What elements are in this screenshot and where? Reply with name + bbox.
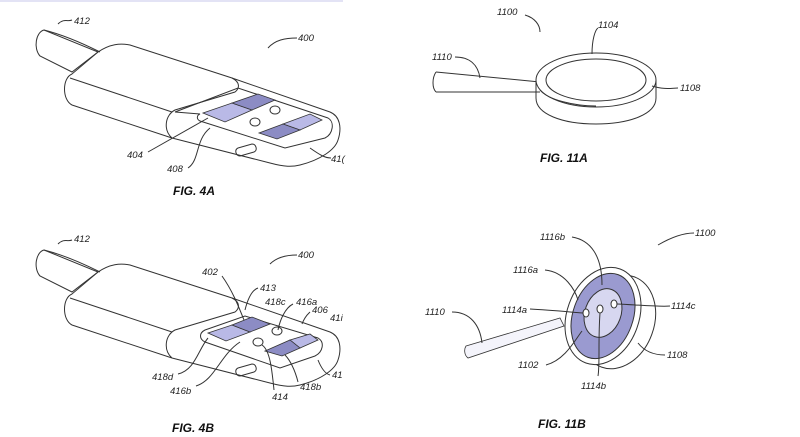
fig-11a-caption: FIG. 11A: [540, 151, 588, 165]
fig-4b: 412 400 402 413 418c 416a 406 41i 418d 4…: [35, 234, 344, 435]
label-416a: 416a: [296, 297, 317, 308]
label-1116b: 1116b: [540, 232, 565, 243]
label-1104: 1104: [598, 20, 618, 31]
label-418d: 418d: [152, 372, 174, 383]
label-406: 406: [312, 305, 329, 316]
label-400: 400: [298, 250, 315, 261]
connector-drawing-4a: [35, 29, 341, 167]
label-1110: 1110: [432, 52, 452, 63]
label-402: 402: [202, 267, 219, 278]
label-1100: 1100: [695, 228, 716, 239]
label-1116a: 1116a: [513, 265, 538, 276]
label-414: 414: [272, 392, 288, 403]
fig-11b: 1100 1116b 1116a 1114a 1114c 1110 1102 1…: [425, 228, 716, 431]
label-41-upper: 41i: [330, 313, 344, 324]
label-404: 404: [127, 150, 143, 161]
label-1108: 1108: [680, 83, 701, 94]
label-1114a: 1114a: [502, 305, 527, 316]
label-1114c: 1114c: [671, 301, 696, 312]
fig-11a: 1100 1104 1110 1108 FIG. 11A: [432, 7, 701, 165]
label-416b: 416b: [170, 386, 191, 397]
label-1108: 1108: [667, 350, 688, 361]
label-400: 400: [298, 33, 315, 44]
label-408: 408: [167, 164, 184, 175]
connector-drawing-4b: [35, 249, 341, 387]
label-410: 41(: [331, 154, 346, 165]
fig-4a-caption: FIG. 4A: [173, 184, 215, 198]
label-1110: 1110: [425, 307, 445, 318]
label-1102: 1102: [518, 360, 539, 371]
label-41-lower: 41: [332, 370, 343, 381]
charger-puck-drawing-11b: [464, 266, 657, 370]
top-edge-strip: [0, 0, 343, 2]
fig-4a: 412 400 404 408 41( FIG. 4A: [35, 16, 346, 198]
label-1114b: 1114b: [581, 381, 606, 392]
label-412: 412: [74, 234, 91, 245]
label-413: 413: [260, 283, 277, 294]
label-418b: 418b: [300, 382, 321, 393]
charger-puck-drawing-11a: [432, 52, 657, 125]
label-418c: 418c: [265, 297, 286, 308]
label-412: 412: [74, 16, 91, 27]
fig-11b-caption: FIG. 11B: [538, 417, 586, 431]
fig-4b-caption: FIG. 4B: [172, 421, 214, 435]
label-1100: 1100: [497, 7, 518, 18]
